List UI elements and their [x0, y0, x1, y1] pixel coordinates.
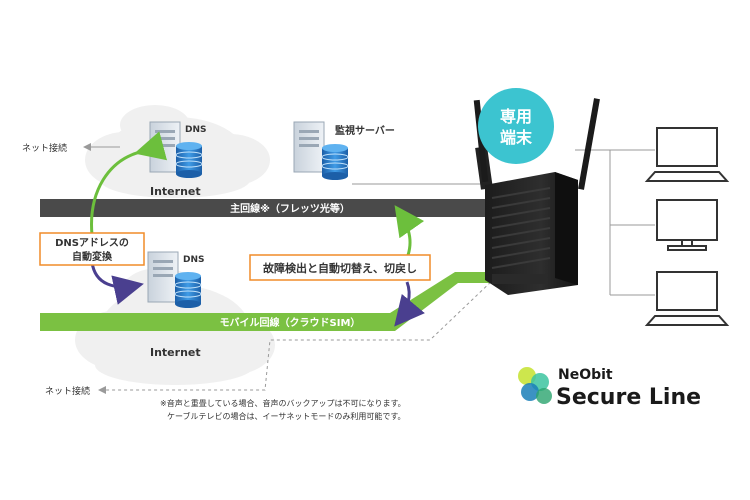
internet-label-bottom: Internet	[150, 346, 201, 359]
failover-arrow-purple	[394, 281, 425, 327]
monitor-server-label: 監視サーバー	[335, 124, 395, 137]
connection-lines	[83, 143, 655, 394]
device-badge-line1: 専用	[500, 107, 532, 126]
database-icon	[175, 142, 203, 178]
failover-box: 故障検出と自動切替え、切戻し	[249, 254, 431, 281]
footnote-line2: ケーブルテレビの場合は、イーサネットモードのみ利用可能です。	[167, 411, 406, 421]
database-icon	[321, 144, 349, 180]
dns-switch-line2: 自動変換	[72, 250, 113, 263]
failover-arrow-green	[394, 205, 425, 259]
database-icon	[174, 272, 202, 308]
device-badge-line2: 端末	[500, 128, 533, 147]
dns-switch-line1: DNSアドレスの	[55, 237, 129, 249]
dns-label-top: DNS	[185, 125, 207, 135]
mobile-line	[40, 272, 505, 331]
dns-switch-arrow-green	[90, 131, 168, 236]
brand-logo: NeObit Secure Line	[518, 367, 701, 410]
pc-icon	[644, 271, 730, 326]
net-connect-top-label: ネット接続	[22, 142, 67, 154]
neobit-logo-icon	[518, 367, 552, 404]
brand-bottom: Secure Line	[556, 385, 701, 410]
footnote-line1: ※音声と重畳している場合、音声のバックアップは不可になります。	[160, 398, 406, 408]
main-line-label: 主回線※（フレッツ光等）	[230, 202, 350, 215]
monitoring-server	[293, 121, 349, 180]
dns-switch-box: DNSアドレスの 自動変換	[39, 232, 145, 266]
mobile-line-label: モバイル回線（クラウドSIM）	[220, 316, 361, 329]
internet-label-top: Internet	[150, 185, 201, 198]
device-vents	[491, 187, 551, 269]
net-connect-bottom-label: ネット接続	[45, 385, 90, 397]
failover-label: 故障検出と自動切替え、切戻し	[263, 261, 417, 275]
dns-switch-arrow-purple	[90, 261, 144, 305]
dns-label-bottom: DNS	[183, 255, 205, 265]
dns-server-bottom	[147, 251, 202, 308]
main-line	[40, 199, 485, 217]
pc-icon	[656, 199, 718, 251]
device-badge: 専用 端末	[478, 88, 554, 164]
dedicated-device	[473, 98, 600, 295]
pc-icon	[644, 127, 730, 182]
brand-top: NeObit	[558, 367, 613, 383]
